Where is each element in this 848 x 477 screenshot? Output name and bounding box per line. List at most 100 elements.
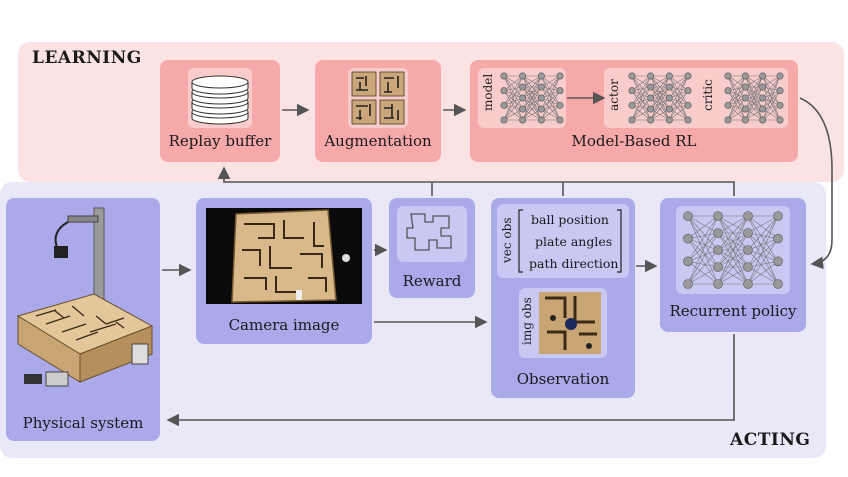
net-edge [727, 75, 746, 121]
acting-label: ACTING [730, 430, 811, 450]
net-edge [650, 108, 670, 121]
vec-item-plate-angles: plate angles [535, 234, 613, 249]
vec-obs-brackets [518, 209, 622, 273]
net-edge [717, 266, 749, 285]
net-edge [745, 86, 763, 121]
net-node [683, 233, 693, 244]
net-node [537, 94, 545, 102]
net-node [519, 105, 527, 113]
net-edge [541, 75, 561, 88]
net-node [647, 116, 655, 124]
net-node [741, 94, 749, 102]
net-edge [669, 75, 689, 110]
net-node [713, 245, 723, 255]
model-based-rl-box: model actor critic Model-Based RL [470, 60, 798, 162]
net-edge [522, 75, 542, 99]
net-edge [669, 75, 689, 91]
net-node [684, 87, 692, 95]
net-node [684, 116, 692, 124]
net-node [647, 83, 655, 91]
net-node [776, 87, 784, 95]
net-edge [747, 215, 779, 268]
net-edge [631, 75, 651, 110]
net-edge [747, 249, 779, 285]
net-edge [631, 75, 651, 99]
net-edge [669, 97, 689, 121]
net-edge [541, 75, 561, 91]
net-edge [503, 75, 523, 106]
net-edge [727, 90, 746, 121]
net-node [773, 279, 783, 289]
net-node [713, 211, 723, 221]
net-edge [541, 90, 561, 121]
net-edge [503, 75, 523, 88]
net-edge [745, 75, 763, 99]
net-node [519, 72, 527, 80]
net-node [500, 116, 508, 124]
net-edge [669, 105, 689, 121]
net-node [713, 279, 723, 289]
camera-image-box: Camera image [196, 198, 372, 344]
net-edge [541, 86, 561, 121]
net-node [665, 94, 673, 102]
net-edge [687, 215, 719, 262]
net-node [665, 72, 673, 80]
net-edge [687, 215, 719, 268]
net-edge [687, 249, 719, 285]
net-edge [541, 90, 561, 110]
net-edge [503, 86, 523, 121]
net-node [713, 262, 723, 272]
model-based-rl-label: Model-Based RL [571, 132, 697, 150]
net-edge [669, 108, 689, 121]
net-node [724, 101, 732, 109]
learning-label: LEARNING [32, 48, 142, 68]
net-node [556, 87, 564, 95]
net-edge [687, 249, 719, 262]
net-node [743, 211, 753, 221]
net-node [741, 72, 749, 80]
net-node [776, 101, 784, 109]
net-edge [669, 90, 689, 121]
net-node [773, 211, 783, 221]
net-edge [503, 90, 523, 110]
net-edge [747, 266, 779, 285]
net-edge [650, 75, 670, 88]
net-edge [727, 105, 746, 121]
net-edge [762, 86, 781, 121]
net-edge [522, 86, 542, 121]
net-node [519, 94, 527, 102]
net-edge [762, 75, 781, 110]
recurrent-policy-box: Recurrent policy [660, 198, 806, 332]
net-edge [541, 105, 561, 121]
net-edge [687, 232, 719, 285]
net-node [628, 101, 636, 109]
net-edge [631, 75, 651, 88]
net-node [743, 279, 753, 289]
net-edge [717, 249, 749, 285]
net-edge [541, 97, 561, 121]
net-edge [541, 75, 561, 99]
net-edge [650, 86, 670, 121]
policy-network-icon [683, 211, 783, 289]
net-edge [687, 232, 719, 262]
net-node [556, 116, 564, 124]
net-edge [747, 232, 779, 239]
physical-system-label: Physical system [22, 414, 144, 432]
net-edge [541, 75, 561, 110]
net-node [773, 233, 783, 244]
net-node [647, 105, 655, 113]
labyrinth-device-icon [16, 207, 154, 387]
replay-buffer-box: Replay buffer [160, 60, 280, 162]
net-edge [687, 238, 719, 285]
net-node [628, 87, 636, 95]
net-node [537, 105, 545, 113]
net-edge [727, 97, 746, 121]
net-edge [631, 90, 651, 121]
net-edge [687, 232, 719, 239]
net-edge [631, 75, 651, 121]
net-edge [687, 215, 719, 251]
net-node [519, 116, 527, 124]
augmentation-box: Augmentation [315, 60, 441, 162]
net-node [537, 116, 545, 124]
net-edge [747, 261, 779, 285]
